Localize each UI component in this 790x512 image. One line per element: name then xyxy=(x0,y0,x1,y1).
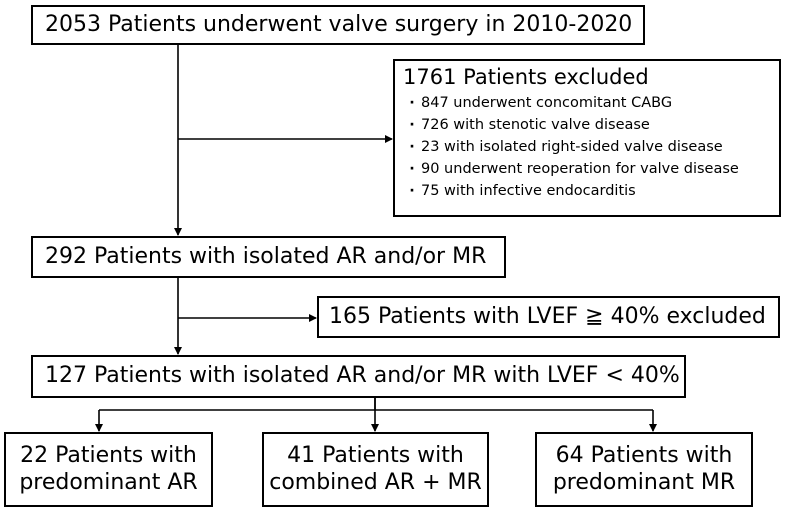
group-combined-box: 41 Patients with combined AR + MR xyxy=(262,432,489,507)
group-count-text: 41 Patients with xyxy=(287,443,464,469)
total-patients-box: 2053 Patients underwent valve surgery in… xyxy=(31,5,645,45)
low-lvef-box: 127 Patients with isolated AR and/or MR … xyxy=(31,355,686,398)
isolated-ar-mr-box: 292 Patients with isolated AR and/or MR xyxy=(31,236,506,278)
group-predominant-ar-box: 22 Patients with predominant AR xyxy=(4,432,213,507)
isolated-ar-mr-text: 292 Patients with isolated AR and/or MR xyxy=(45,243,487,269)
exclusion-item: 90 underwent reoperation for valve disea… xyxy=(403,158,739,180)
exclusion-list: 847 underwent concomitant CABG 726 with … xyxy=(403,92,739,202)
total-patients-text: 2053 Patients underwent valve surgery in… xyxy=(45,11,633,37)
group-predominant-mr-box: 64 Patients with predominant MR xyxy=(535,432,753,507)
group-label-text: predominant MR xyxy=(552,469,736,495)
group-count-text: 22 Patients with xyxy=(20,443,197,469)
group-label-text: combined AR + MR xyxy=(269,469,482,495)
exclusion-item: 75 with infective endocarditis xyxy=(403,180,739,202)
exclusion-item: 847 underwent concomitant CABG xyxy=(403,92,739,114)
group-label-text: predominant AR xyxy=(19,469,198,495)
exclusion-item: 726 with stenotic valve disease xyxy=(403,114,739,136)
lvef-excluded-box: 165 Patients with LVEF ≧ 40% excluded xyxy=(317,296,780,338)
lvef-excluded-text: 165 Patients with LVEF ≧ 40% excluded xyxy=(329,303,766,329)
excluded-patients-box: 1761 Patients excluded 847 underwent con… xyxy=(393,59,781,217)
low-lvef-text: 127 Patients with isolated AR and/or MR … xyxy=(45,363,680,389)
excluded-title: 1761 Patients excluded xyxy=(403,65,649,89)
exclusion-item: 23 with isolated right-sided valve disea… xyxy=(403,136,739,158)
group-count-text: 64 Patients with xyxy=(555,443,733,469)
